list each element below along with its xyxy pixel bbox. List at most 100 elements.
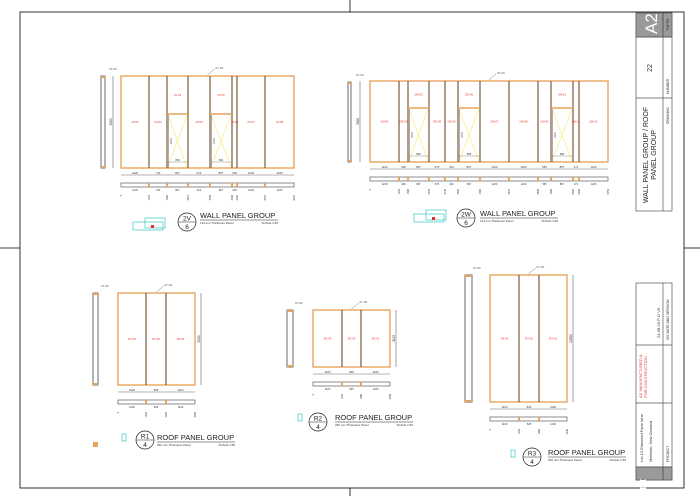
segment-dimension: 825	[349, 370, 354, 374]
panel-label: 2W-11	[572, 120, 580, 124]
panel-label: 2W-06	[465, 93, 474, 97]
callout-label: 07-02	[165, 283, 173, 287]
panel-label: R2-03	[324, 337, 332, 341]
cumulative-dimension: 3439	[209, 194, 212, 200]
plan-joint	[209, 183, 211, 187]
group-scale: SCALE 1:50	[541, 219, 558, 223]
key-plan-icon	[297, 413, 303, 422]
segment-dimension: 740	[156, 171, 161, 175]
profile-top-plate	[348, 82, 351, 84]
panel-label: 2W-04	[433, 120, 442, 124]
panel-label: R1-01	[128, 337, 136, 341]
plan-joint	[572, 177, 574, 181]
cumulative-dimension: 3128	[444, 188, 447, 194]
section-profile	[92, 292, 99, 386]
group-scale: SCALE 1:50	[396, 423, 413, 427]
plan-dimension: 867	[416, 182, 421, 186]
key-plan-icon	[425, 209, 447, 221]
key-plan-icon	[510, 449, 516, 458]
opening-width: 890	[467, 152, 472, 156]
segment-dimension: 612	[197, 171, 202, 175]
plan-dimension: 1220	[132, 188, 138, 192]
plan-dimension: 867	[560, 182, 565, 186]
plan-dimension: 1220	[373, 387, 379, 391]
panel-label: 2W-12	[589, 120, 598, 124]
segment-dimension: 825	[154, 388, 159, 392]
plan-strip	[369, 176, 609, 182]
drawing-number: 22	[647, 64, 654, 72]
group-scale: SCALE 1:50	[609, 458, 626, 462]
panel-label: 2W-05	[447, 120, 456, 124]
plan-dimension: 1220	[277, 188, 283, 192]
panel-label: R1-03	[177, 337, 185, 341]
project-line1: Lot 13 Elmwood Farm lane	[639, 413, 644, 462]
plan-joint	[407, 177, 409, 181]
plan-dimension: 1163	[178, 405, 184, 409]
plan-joint	[538, 417, 540, 421]
group-title: ROOF PANEL GROUP	[157, 433, 234, 442]
profile-top-plate	[93, 293, 98, 295]
section-profile	[464, 274, 473, 403]
plan-dimension: 825	[349, 387, 354, 391]
segment-dimension: 1220	[381, 165, 388, 169]
segment-dimension: 1220	[132, 171, 139, 175]
panel-label: 2W-10	[558, 93, 567, 97]
cumulative-dimension: 0	[120, 194, 123, 196]
callout-leader	[488, 73, 497, 81]
plan-dimension: 1220	[492, 182, 498, 186]
plan-dimension: 1163	[325, 387, 331, 391]
opening-width: 890	[219, 158, 224, 162]
segment-dimension: 1220	[491, 165, 498, 169]
plan-dimension: 1220	[521, 182, 527, 186]
plan-joint	[341, 382, 343, 386]
group-id: 2W	[461, 212, 472, 219]
callout-label: 07-02	[101, 284, 109, 288]
cumulative-dimension: 1988	[360, 393, 363, 399]
cumulative-dimension: 1220	[398, 188, 401, 194]
sheet-number: 4	[316, 424, 320, 431]
panel-label: 2V-07	[247, 120, 255, 124]
callout-label: 07-02	[473, 266, 481, 270]
panel-label: 2V-06	[231, 120, 239, 124]
segment-dimension: 1220	[129, 388, 136, 392]
drawing-label: DRAWING	[666, 107, 670, 124]
group-id: R3	[528, 451, 537, 458]
plan-dimension: 740	[156, 188, 161, 192]
key-plan-icon	[132, 221, 164, 231]
cumulative-dimension: 3208	[389, 393, 392, 399]
cumulative-dimension: 1163	[518, 428, 521, 434]
callout-leader	[207, 68, 215, 76]
segment-dimension: 867	[416, 165, 421, 169]
panel-group-2v: 07-03300007-032V-0112202V-0274089021702V…	[100, 66, 296, 232]
profile-bottom-plate	[93, 383, 98, 385]
cumulative-dimension: 5754	[264, 194, 267, 200]
segment-dimension: 228	[232, 171, 237, 175]
group-id: R1	[141, 434, 150, 441]
plan-dimension: 1220	[129, 405, 135, 409]
plan-strip	[312, 381, 391, 387]
callout-label: 07-03	[216, 66, 224, 70]
cumulative-dimension: 1586	[407, 188, 410, 194]
segment-dimension: 1220	[248, 171, 255, 175]
height-dimension: 10300	[569, 334, 573, 343]
profile-top-plate	[465, 275, 472, 277]
drawing-title-line1: WALL PANEL GROUP / ROOF	[643, 107, 650, 203]
opening-width: 890	[416, 152, 421, 156]
cumulative-dimension: 2045	[165, 411, 168, 417]
group-title: WALL PANEL GROUP	[200, 211, 275, 220]
cumulative-dimension: 7395	[550, 188, 553, 194]
panel-label: 2V-03	[174, 93, 182, 97]
title-block-project	[635, 282, 673, 481]
group-subtitle: 260 mm Thickness Panel	[157, 443, 191, 447]
cumulative-dimension: 1163	[341, 393, 344, 399]
plan-joint	[578, 177, 580, 181]
segment-dimension: 867	[560, 165, 565, 169]
profile-bottom-plate	[465, 400, 472, 402]
group-scale: SCALE 1:50	[261, 221, 278, 225]
plan-dimension: 867	[467, 182, 472, 186]
profile-top-plate	[287, 310, 293, 312]
plan-joint	[145, 400, 147, 404]
panel-group-r1: 07-02500007-02R1-011220R1-02825R1-031163…	[92, 283, 235, 450]
cumulative-dimension: 4399	[479, 188, 482, 194]
